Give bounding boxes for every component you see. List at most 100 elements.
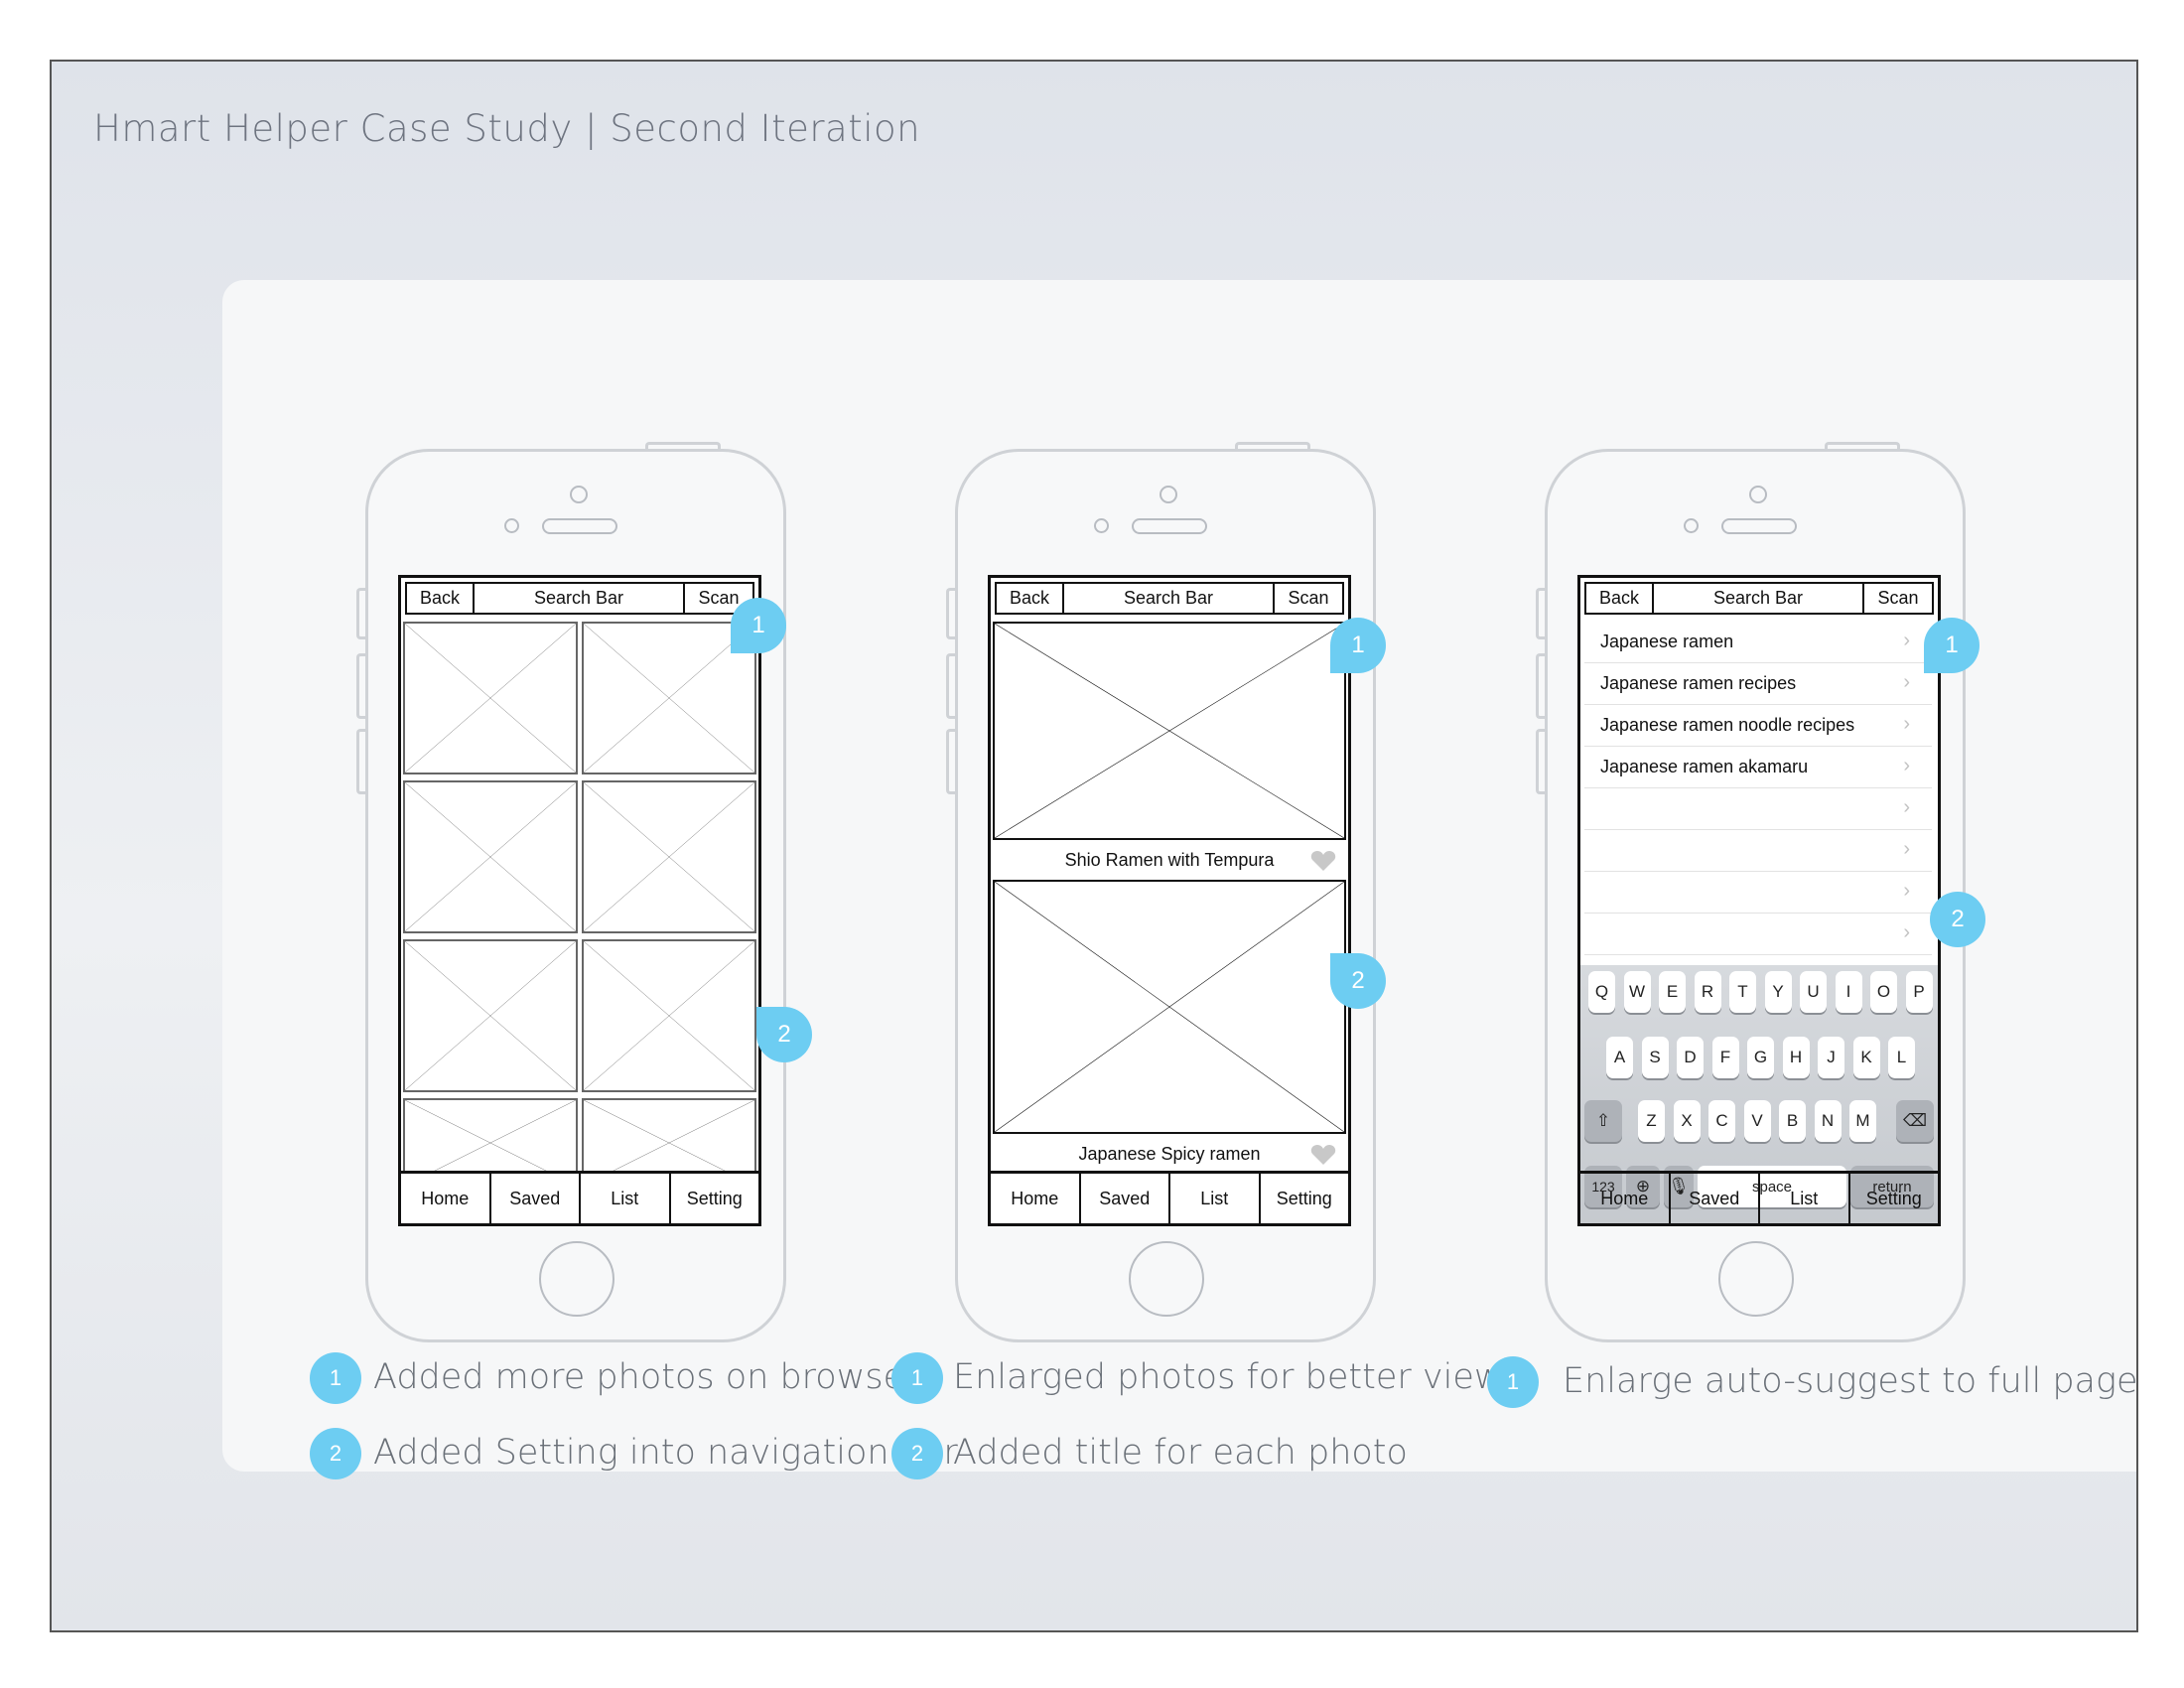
- callout-1: 1: [1330, 618, 1386, 673]
- keyboard-key[interactable]: S: [1641, 1037, 1669, 1078]
- back-button[interactable]: Back: [997, 584, 1064, 613]
- nav-list[interactable]: List: [1760, 1174, 1850, 1223]
- keyboard-key[interactable]: D: [1677, 1037, 1704, 1078]
- phone-screen: Back Search Bar Scan Japanese ramen›Japa…: [1577, 575, 1941, 1226]
- navigation-bar: Home Saved List Setting: [991, 1171, 1348, 1223]
- home-button[interactable]: [539, 1241, 614, 1317]
- search-bar[interactable]: Search Bar: [1654, 584, 1864, 613]
- heart-icon[interactable]: [1310, 850, 1336, 872]
- keyboard-key[interactable]: K: [1852, 1037, 1880, 1078]
- photo-title: Shio Ramen with Tempura: [1064, 850, 1275, 870]
- keyboard-key[interactable]: Y: [1764, 971, 1792, 1013]
- nav-home[interactable]: Home: [401, 1174, 491, 1223]
- nav-setting[interactable]: Setting: [686, 1188, 743, 1208]
- slide-title: Hmart Helper Case Study | Second Iterati…: [93, 107, 921, 150]
- photo-placeholder[interactable]: [993, 880, 1346, 1134]
- home-button[interactable]: [1129, 1241, 1204, 1317]
- scan-button[interactable]: Scan: [698, 588, 740, 608]
- scan-button[interactable]: Scan: [1288, 588, 1329, 608]
- nav-setting[interactable]: Setting: [1276, 1188, 1332, 1208]
- keyboard-key[interactable]: I: [1835, 971, 1862, 1013]
- suggestion-item[interactable]: ›: [1584, 914, 1932, 955]
- nav-list[interactable]: List: [1170, 1174, 1261, 1223]
- keyboard-key[interactable]: X: [1673, 1100, 1701, 1142]
- keyboard-key[interactable]: O: [1870, 971, 1897, 1013]
- nav-saved[interactable]: Saved: [1081, 1174, 1170, 1223]
- camera-icon: [570, 486, 588, 503]
- nav-saved[interactable]: Saved: [491, 1174, 581, 1223]
- key-delete[interactable]: ⌫: [1896, 1100, 1934, 1142]
- top-bar: Back Search Bar Scan: [405, 582, 754, 615]
- content-panel: Back Search Bar Scan Home Saved List Set…: [222, 280, 2138, 1479]
- suggestion-item[interactable]: Japanese ramen akamaru›: [1584, 747, 1932, 788]
- note-badge: 1: [891, 1352, 943, 1404]
- back-button[interactable]: Back: [1586, 584, 1654, 613]
- phone-screen: Back Search Bar Scan Home Saved List Set…: [398, 575, 761, 1226]
- chevron-right-icon: ›: [1903, 630, 1910, 651]
- phone-body: Back Search Bar Scan Shio Ramen with Tem…: [955, 449, 1376, 1342]
- note-badge: 2: [310, 1428, 361, 1479]
- suggestion-item[interactable]: Japanese ramen noodle recipes›: [1584, 705, 1932, 747]
- callout-2: 2: [1330, 953, 1386, 1009]
- home-button[interactable]: [1718, 1241, 1794, 1317]
- note-badge: 1: [310, 1352, 361, 1404]
- keyboard-key[interactable]: N: [1814, 1100, 1842, 1142]
- chevron-right-icon: ›: [1903, 880, 1910, 902]
- keyboard-key[interactable]: U: [1800, 971, 1827, 1013]
- suggestion-item[interactable]: Japanese ramen ›: [1584, 622, 1932, 663]
- suggestion-item[interactable]: Japanese ramen recipes ›: [1584, 663, 1932, 705]
- photo-placeholder[interactable]: [582, 780, 756, 933]
- keyboard-key[interactable]: Q: [1588, 971, 1615, 1013]
- keyboard-key[interactable]: L: [1888, 1037, 1915, 1078]
- top-bar: Back Search Bar Scan: [995, 582, 1344, 615]
- keyboard-key[interactable]: A: [1606, 1037, 1633, 1078]
- suggestion-label: Japanese ramen recipes: [1600, 673, 1797, 693]
- image-placeholder-icon: [584, 941, 754, 1090]
- photo-title: Japanese Spicy ramen: [1078, 1144, 1261, 1164]
- photo-placeholder[interactable]: [403, 780, 578, 933]
- note-text: Enlarged photos for better view: [953, 1357, 1503, 1397]
- nav-list[interactable]: List: [581, 1174, 671, 1223]
- suggestion-item[interactable]: ›: [1584, 830, 1932, 872]
- nav-setting[interactable]: Setting: [1865, 1188, 1922, 1208]
- keyboard-key[interactable]: E: [1659, 971, 1686, 1013]
- keyboard-key[interactable]: R: [1694, 971, 1721, 1013]
- suggestion-item[interactable]: ›: [1584, 872, 1932, 914]
- keyboard-key[interactable]: P: [1905, 971, 1933, 1013]
- keyboard-key[interactable]: B: [1779, 1100, 1806, 1142]
- keyboard-key[interactable]: Z: [1638, 1100, 1665, 1142]
- photo-placeholder[interactable]: [582, 622, 756, 774]
- key-shift[interactable]: ⇧: [1584, 1100, 1622, 1142]
- keyboard-key[interactable]: C: [1708, 1100, 1735, 1142]
- power-button: [645, 442, 721, 453]
- scan-button[interactable]: Scan: [1877, 588, 1919, 608]
- keyboard-key[interactable]: M: [1849, 1100, 1876, 1142]
- keyboard-key[interactable]: H: [1782, 1037, 1810, 1078]
- chevron-right-icon: ›: [1903, 671, 1910, 693]
- keyboard-key[interactable]: J: [1818, 1037, 1844, 1078]
- image-placeholder-icon: [995, 882, 1344, 1132]
- suggestion-label: Japanese ramen: [1600, 632, 1734, 651]
- speaker-grille: [1132, 518, 1207, 534]
- suggestion-item[interactable]: ›: [1584, 788, 1932, 830]
- photo-placeholder[interactable]: [582, 939, 756, 1092]
- suggestion-label: Japanese ramen noodle recipes: [1600, 715, 1855, 735]
- keyboard-key[interactable]: V: [1743, 1100, 1771, 1142]
- keyboard-key[interactable]: W: [1623, 971, 1651, 1013]
- search-bar[interactable]: Search Bar: [1064, 584, 1275, 613]
- photo-placeholder[interactable]: [403, 939, 578, 1092]
- keyboard-key[interactable]: F: [1711, 1037, 1739, 1078]
- nav-saved[interactable]: Saved: [1671, 1174, 1760, 1223]
- keyboard-key[interactable]: G: [1747, 1037, 1774, 1078]
- back-button[interactable]: Back: [407, 584, 475, 613]
- search-bar[interactable]: Search Bar: [475, 584, 685, 613]
- power-button: [1825, 442, 1900, 453]
- note-text: Enlarge auto-suggest to full page: [1563, 1361, 2138, 1401]
- image-placeholder-icon: [584, 782, 754, 931]
- nav-home[interactable]: Home: [991, 1174, 1081, 1223]
- photo-placeholder[interactable]: [993, 622, 1346, 840]
- heart-icon[interactable]: [1310, 1144, 1336, 1166]
- keyboard-key[interactable]: T: [1729, 971, 1756, 1013]
- nav-home[interactable]: Home: [1580, 1174, 1671, 1223]
- photo-placeholder[interactable]: [403, 622, 578, 774]
